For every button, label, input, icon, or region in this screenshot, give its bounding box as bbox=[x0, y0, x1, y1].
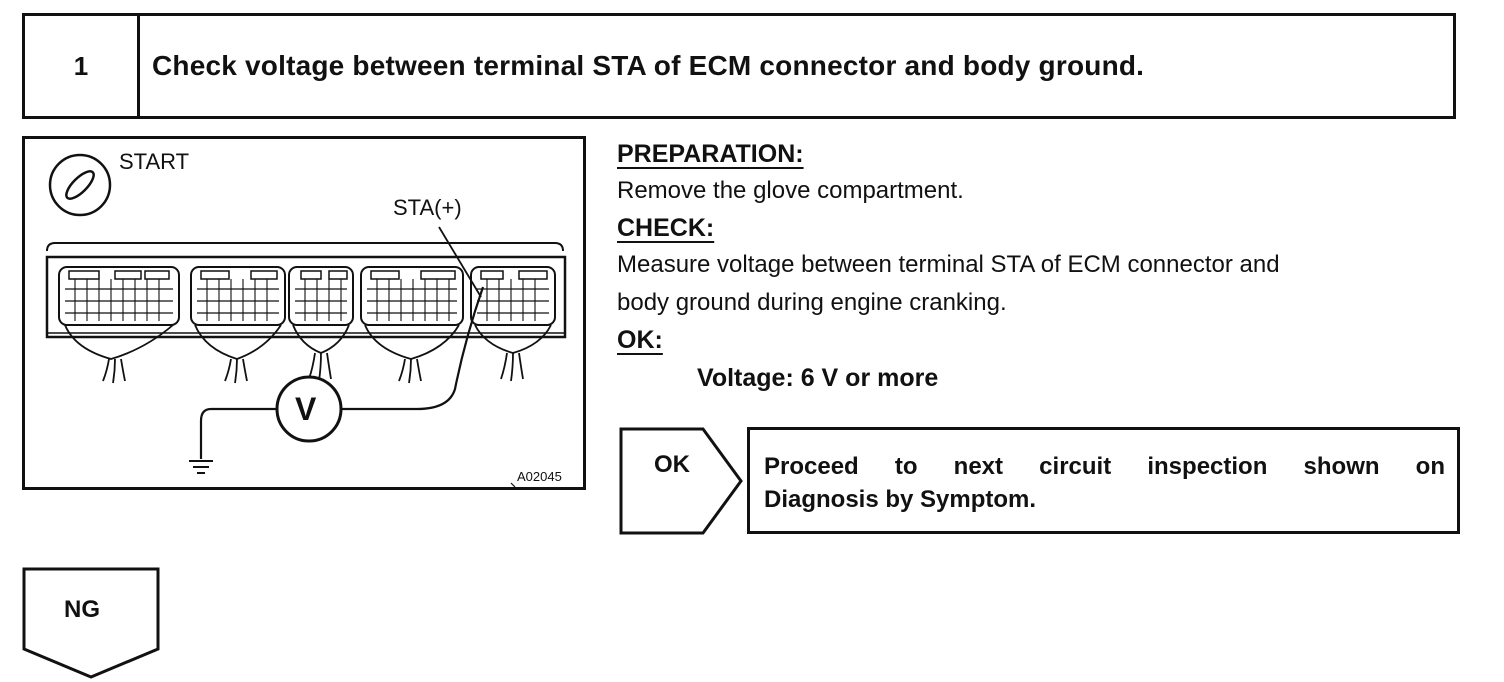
voltmeter-icon bbox=[275, 375, 343, 443]
ok-heading: OK: bbox=[617, 326, 663, 354]
ng-tag-label: NG bbox=[64, 596, 100, 623]
check-text-line1: Measure voltage between terminal STA of … bbox=[617, 251, 1280, 278]
ecm-connector bbox=[45, 242, 567, 384]
ok-tag-label: OK bbox=[654, 451, 690, 478]
wiring-figure: START STA(+) V A02045 bbox=[22, 136, 586, 490]
step-header: 1 Check voltage between terminal STA of … bbox=[22, 13, 1456, 119]
ok-result-box: Proceed to next circuit inspection shown… bbox=[747, 427, 1460, 534]
start-label: START bbox=[119, 149, 190, 174]
preparation-heading: PREPARATION: bbox=[617, 140, 804, 168]
ok-result-line1: Proceed to next circuit inspection shown… bbox=[764, 453, 1445, 480]
step-number: 1 bbox=[25, 16, 140, 116]
ground-icon bbox=[189, 460, 213, 474]
check-text-line2: body ground during engine cranking. bbox=[617, 289, 1007, 316]
code-tick bbox=[510, 482, 516, 488]
terminal-leader bbox=[438, 226, 482, 298]
ok-spec: Voltage: 6 V or more bbox=[697, 364, 939, 392]
check-heading: CHECK: bbox=[617, 214, 715, 242]
step-title: Check voltage between terminal STA of EC… bbox=[152, 50, 1145, 81]
ng-arrow-tag bbox=[22, 567, 160, 679]
ok-result-line2: Diagnosis by Symptom. bbox=[764, 486, 1037, 513]
figure-code: A02045 bbox=[517, 469, 562, 484]
meter-leads bbox=[199, 286, 485, 459]
sta-terminal-label: STA(+) bbox=[393, 195, 462, 220]
ignition-key-icon bbox=[48, 153, 112, 217]
preparation-text: Remove the glove compartment. bbox=[617, 177, 964, 204]
procedure-text: PREPARATION: Remove the glove compartmen… bbox=[617, 136, 1467, 398]
ok-arrow-tag bbox=[619, 427, 743, 535]
connector-diagram bbox=[45, 153, 567, 488]
voltmeter-label: V bbox=[295, 391, 317, 427]
